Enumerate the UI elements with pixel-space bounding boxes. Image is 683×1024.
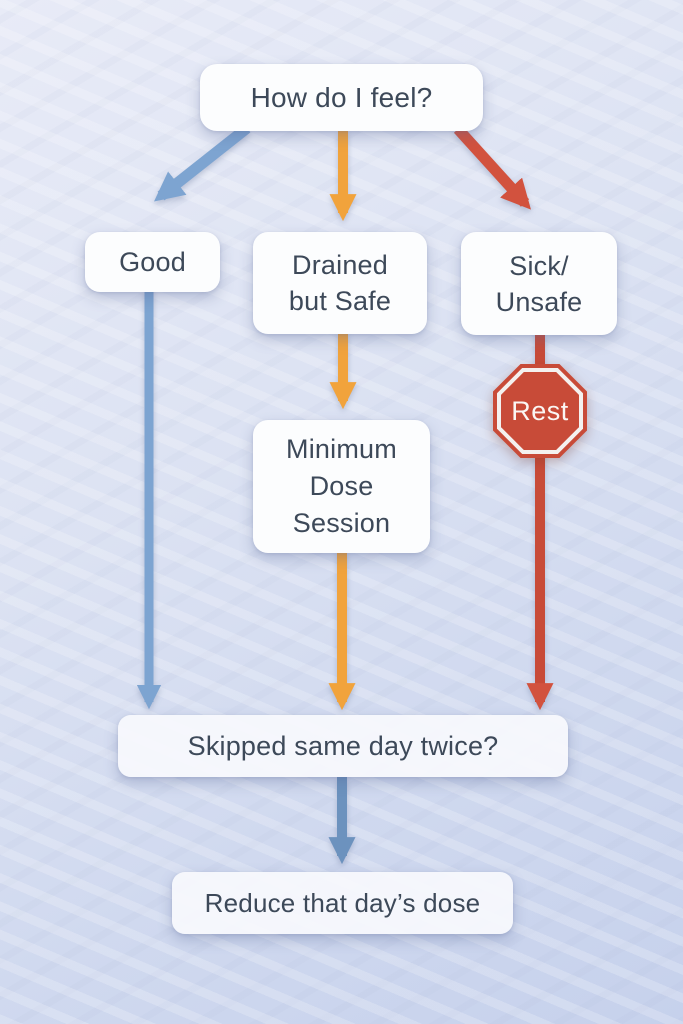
node-minimum-dose-session: Minimum Dose Session: [253, 420, 430, 553]
node-good: Good: [85, 232, 220, 292]
stop-sign-label: Rest: [501, 372, 579, 450]
rest-stop-sign: Rest: [493, 364, 587, 458]
node-drained-but-safe: Drained but Safe: [253, 232, 427, 334]
node-how-do-i-feel: How do I feel?: [200, 64, 483, 131]
node-reduce-that-days-dose: Reduce that day’s dose: [172, 872, 513, 934]
edge-root-to-good: [154, 123, 251, 202]
edge-root-to-sick: [453, 125, 531, 210]
node-sick-unsafe: Sick/ Unsafe: [461, 232, 617, 335]
node-skipped-same-day-twice: Skipped same day twice?: [118, 715, 568, 777]
